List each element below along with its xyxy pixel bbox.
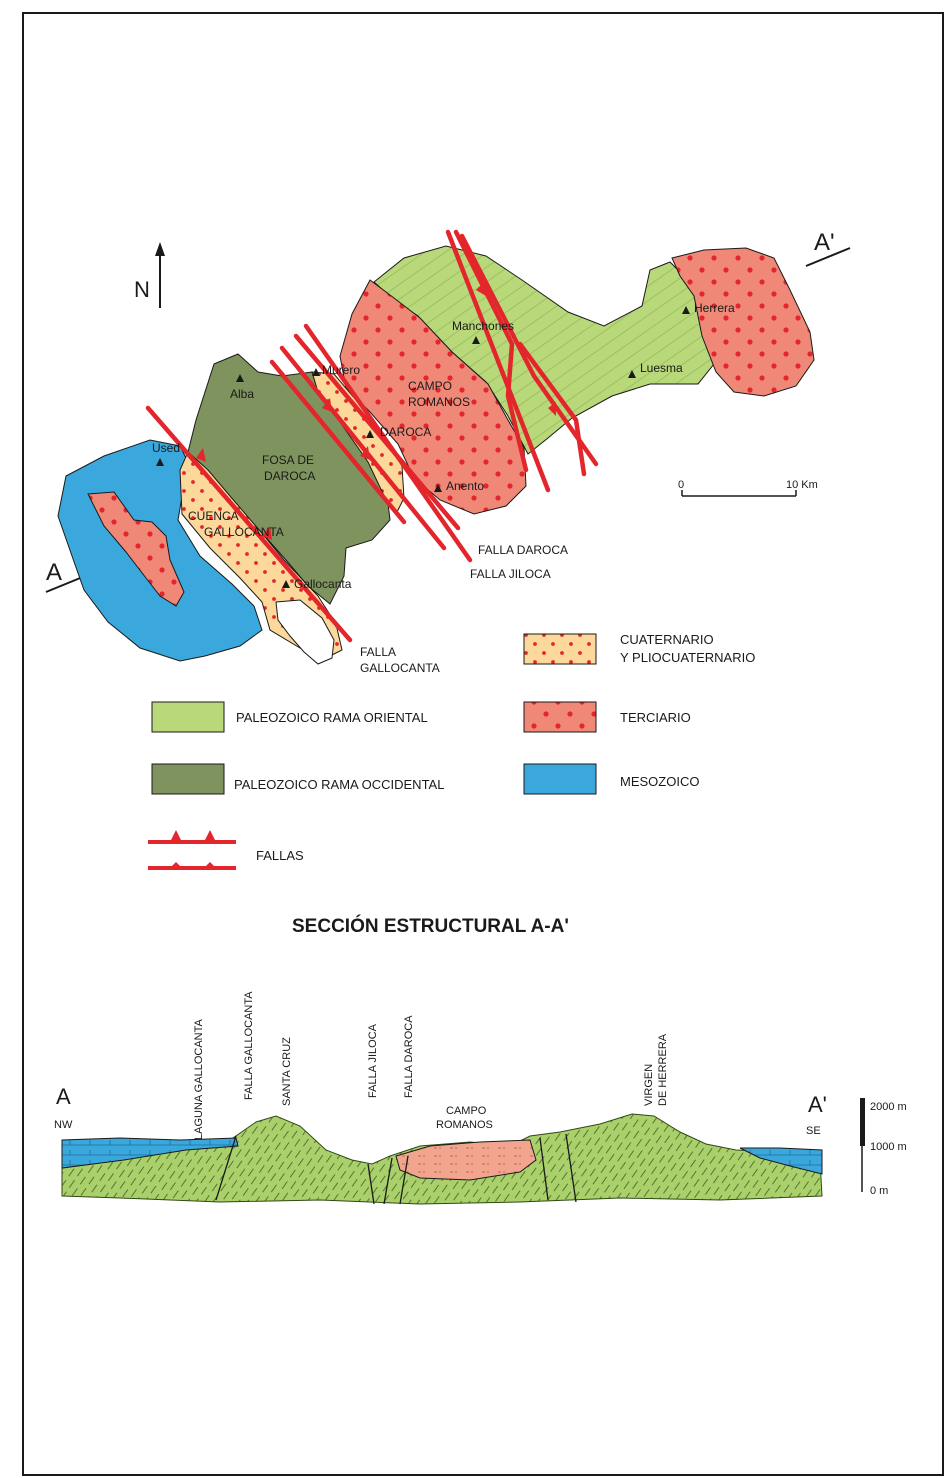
scale-1000m: 1000 m bbox=[870, 1141, 907, 1153]
legend-item-fallas: FALLAS bbox=[148, 830, 304, 870]
page-border bbox=[22, 12, 944, 1476]
legend-item-terciario: TERCIARIO bbox=[523, 701, 691, 733]
legend-item-paleozoico-oriental: PALEOZOICO RAMA ORIENTAL bbox=[151, 701, 428, 733]
place-luesma: Luesma bbox=[640, 361, 683, 375]
a-prime-label: A' bbox=[814, 229, 835, 256]
legend-paleo-occidental: PALEOZOICO RAMA OCCIDENTAL bbox=[234, 777, 444, 792]
place-manchones: Manchones bbox=[452, 319, 514, 333]
town-markers bbox=[156, 306, 690, 588]
section-label-santa-cruz: SANTA CRUZ bbox=[281, 1037, 293, 1106]
section-label-falla-gallocanta: FALLA GALLOCANTA bbox=[243, 991, 255, 1100]
section-label-campo-line1: CAMPO bbox=[446, 1105, 487, 1117]
legend-fallas: FALLAS bbox=[256, 848, 304, 863]
place-anento: Anento bbox=[446, 479, 484, 493]
section-a-label: A bbox=[56, 1084, 71, 1109]
fault-label-gallocanta-line2: GALLOCANTA bbox=[360, 661, 440, 675]
scale-end: 10 Km bbox=[786, 479, 818, 491]
legend-paleo-oriental: PALEOZOICO RAMA ORIENTAL bbox=[236, 710, 428, 725]
a-label: A bbox=[46, 559, 62, 586]
place-daroca: DAROCA bbox=[380, 425, 431, 439]
section-label-laguna: LAGUNA GALLOCANTA bbox=[193, 1019, 205, 1140]
fault-label-jiloca: FALLA JILOCA bbox=[470, 567, 551, 581]
scale-2000m: 2000 m bbox=[870, 1101, 907, 1113]
north-label: N bbox=[134, 277, 150, 302]
place-alba: Alba bbox=[230, 387, 254, 401]
map-scale-bar: 0 10 Km bbox=[678, 479, 818, 497]
unit-fosa-line2: DAROCA bbox=[264, 469, 315, 483]
structural-section: SECCIÓN ESTRUCTURAL A-A' A NW A' SE LAGU… bbox=[54, 915, 907, 1205]
section-a-prime-label: A' bbox=[808, 1092, 827, 1117]
section-faults bbox=[215, 1133, 577, 1205]
fault-label-gallocanta-line1: FALLA bbox=[360, 645, 396, 659]
legend-item-cuaternario: CUATERNARIO Y PLIOCUATERNARIO bbox=[523, 632, 755, 665]
unit-campo-line2: ROMANOS bbox=[408, 395, 470, 409]
place-used: Used bbox=[152, 441, 180, 455]
section-label-campo-line2: ROMANOS bbox=[436, 1119, 493, 1131]
section-label-virgen-line2: DE HERRERA bbox=[657, 1033, 669, 1106]
section-se-label: SE bbox=[806, 1125, 821, 1137]
legend-terciario: TERCIARIO bbox=[620, 710, 691, 725]
terciario-region-herrera bbox=[671, 247, 815, 397]
map: N A' A bbox=[45, 229, 851, 675]
fault-teeth bbox=[196, 282, 556, 540]
unit-cuenca-line2: GALLOCANTA bbox=[204, 525, 284, 539]
fault-lines bbox=[145, 229, 599, 643]
north-arrow: N bbox=[134, 242, 165, 308]
legend-item-paleozoico-occidental: PALEOZOICO RAMA OCCIDENTAL bbox=[151, 763, 444, 795]
section-vertical-scale: 2000 m 1000 m 0 m bbox=[860, 1098, 907, 1197]
section-mesozoic-nw bbox=[61, 1137, 239, 1169]
section-mesozoic-se bbox=[739, 1147, 823, 1175]
terciario-island bbox=[87, 491, 185, 607]
section-end-a-prime-marker: A' bbox=[805, 229, 851, 267]
legend-mesozoico: MESOZOICO bbox=[620, 774, 699, 789]
unit-cuenca-line1: CUENCA bbox=[188, 509, 239, 523]
legend-item-mesozoico: MESOZOICO bbox=[523, 763, 699, 795]
legend: CUATERNARIO Y PLIOCUATERNARIO PALEOZOICO… bbox=[148, 632, 755, 870]
unit-campo-line1: CAMPO bbox=[408, 379, 452, 393]
place-murero: Murero bbox=[322, 363, 360, 377]
scale-zero: 0 bbox=[678, 479, 684, 491]
legend-cuaternario-line1: CUATERNARIO bbox=[620, 632, 714, 647]
unit-fosa-line1: FOSA DE bbox=[262, 453, 314, 467]
section-label-falla-jiloca: FALLA JILOCA bbox=[367, 1023, 379, 1098]
legend-cuaternario-line2: Y PLIOCUATERNARIO bbox=[620, 650, 755, 665]
scale-0m: 0 m bbox=[870, 1185, 888, 1197]
section-nw-label: NW bbox=[54, 1119, 73, 1131]
place-gallocanta: Gallocanta bbox=[294, 577, 352, 591]
section-tertiary-basin bbox=[395, 1139, 537, 1181]
section-label-virgen-line1: VIRGEN bbox=[643, 1064, 655, 1106]
section-title: SECCIÓN ESTRUCTURAL A-A' bbox=[292, 915, 569, 937]
fault-label-daroca: FALLA DAROCA bbox=[478, 543, 568, 557]
place-herrera: Herrera bbox=[694, 301, 735, 315]
laguna-gallocanta bbox=[275, 599, 335, 665]
section-label-falla-daroca: FALLA DAROCA bbox=[403, 1015, 415, 1098]
